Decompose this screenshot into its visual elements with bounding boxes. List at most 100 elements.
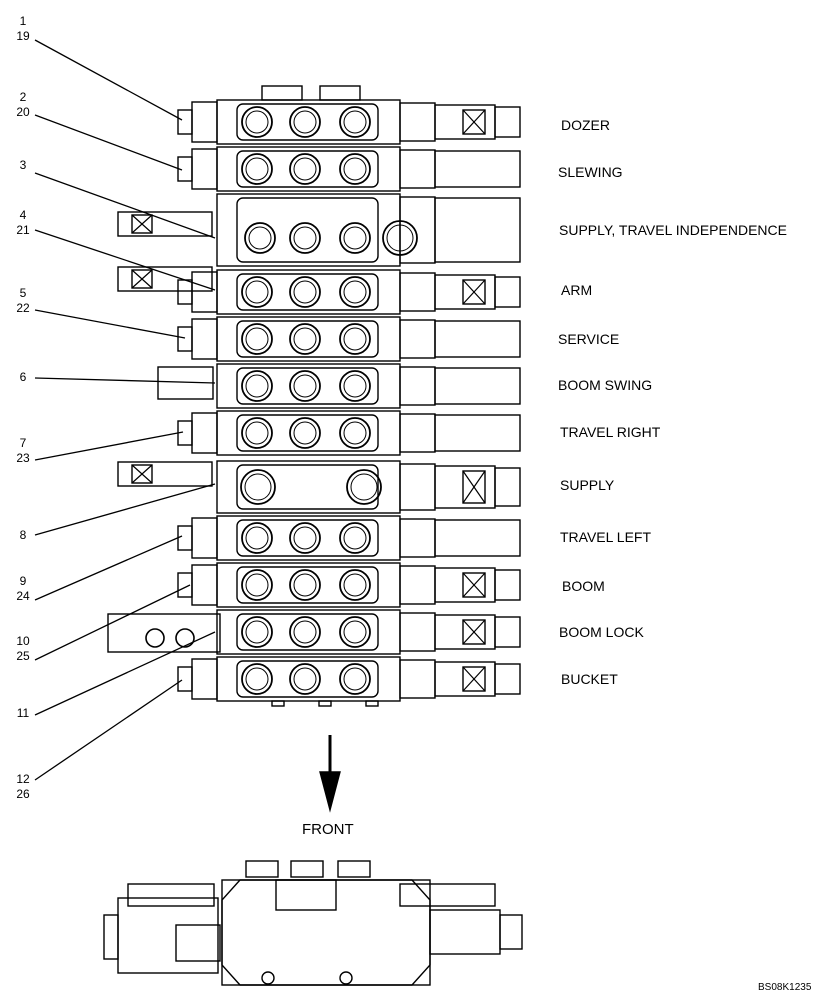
bottom-nut	[365, 700, 379, 707]
left-end-cap	[191, 148, 218, 190]
port-circle-inner	[293, 110, 317, 134]
right-end-cap	[399, 518, 436, 558]
port-circle	[289, 616, 321, 648]
port-circle-inner	[343, 421, 367, 445]
callout-number: 10	[16, 634, 30, 648]
port-circle-inner	[293, 226, 317, 250]
port-circle-inner	[350, 473, 378, 501]
port-circle	[339, 106, 371, 138]
spring-cap	[434, 414, 521, 452]
spool-housing	[236, 320, 379, 358]
callout-number: 8	[19, 528, 27, 542]
solenoid-coil	[462, 619, 486, 645]
port-circle	[241, 276, 273, 308]
callout-number: 3	[19, 158, 27, 172]
valve-section-body	[216, 193, 401, 267]
left-solenoid-coil	[131, 269, 153, 289]
left-plug	[177, 572, 193, 598]
port-circle	[244, 222, 276, 254]
port-circle	[339, 153, 371, 185]
right-end-cap	[399, 272, 436, 312]
coil-cross	[462, 666, 486, 692]
callout-number: 9	[19, 574, 27, 588]
boom-lock-port	[145, 628, 165, 648]
leader-line	[34, 631, 216, 716]
spool-housing	[236, 414, 379, 452]
spring-cap	[434, 367, 521, 405]
spring-cap	[434, 519, 521, 557]
front-view-left-plug	[175, 924, 221, 962]
leader-line	[34, 39, 183, 121]
coil-cross	[462, 109, 486, 135]
label-travel-right: TRAVEL RIGHT	[560, 424, 661, 440]
callout-number: 26	[16, 787, 30, 801]
front-view-bolt	[339, 971, 353, 985]
left-solenoid-coil	[131, 214, 153, 234]
port-circle-inner	[293, 327, 317, 351]
right-end-cap	[399, 196, 436, 264]
port-circle-inner	[343, 327, 367, 351]
left-solenoid-coil	[131, 464, 153, 484]
left-end-cap	[191, 517, 218, 559]
front-view-nut	[245, 860, 279, 878]
solenoid-end	[494, 276, 521, 308]
port-circle-inner	[343, 526, 367, 550]
front-view-left-block	[117, 897, 219, 974]
port-circle-inner	[244, 473, 272, 501]
spool-housing	[236, 519, 379, 557]
coil-cross	[462, 470, 486, 504]
front-view-bolt	[261, 971, 275, 985]
port-circle	[289, 417, 321, 449]
front-view-right-cap	[499, 914, 523, 950]
left-end-cap	[191, 318, 218, 360]
spool-housing	[236, 660, 379, 698]
label-dozer: DOZER	[561, 117, 610, 133]
port-circle-inner	[248, 226, 272, 250]
right-end-cap	[399, 565, 436, 605]
port-circle-inner	[343, 573, 367, 597]
port-circle	[339, 522, 371, 554]
label-service: SERVICE	[558, 331, 620, 347]
label-boom: BOOM	[562, 578, 605, 594]
front-view-left-cap	[103, 914, 119, 960]
right-end-cap	[399, 319, 436, 359]
solenoid-end	[494, 569, 521, 601]
port-circle	[289, 569, 321, 601]
front-view-nut	[337, 860, 371, 878]
port-circle	[346, 469, 382, 505]
port-circle	[241, 522, 273, 554]
port-circle	[241, 616, 273, 648]
leader-line	[34, 535, 183, 601]
port-circle	[241, 370, 273, 402]
left-solenoid	[117, 211, 213, 237]
port-circle	[289, 153, 321, 185]
coil-cross	[462, 619, 486, 645]
boom-lock-block	[107, 613, 221, 653]
bottom-nut	[271, 700, 285, 707]
bottom-nut	[318, 700, 332, 707]
top-fitting	[261, 85, 303, 101]
coil-cross	[462, 279, 486, 305]
coil-cross	[131, 214, 153, 234]
solenoid-end	[494, 616, 521, 648]
callout-number: 2	[19, 90, 27, 104]
callout-number: 22	[16, 301, 30, 315]
label-arm: ARM	[561, 282, 593, 298]
port-circle-inner	[245, 157, 269, 181]
spool-housing	[236, 197, 379, 263]
coil-cross	[131, 464, 153, 484]
callout-number: 4	[19, 208, 27, 222]
port-circle	[241, 153, 273, 185]
left-plug	[177, 109, 193, 135]
port-circle	[339, 370, 371, 402]
port-circle-inner	[343, 374, 367, 398]
right-end-cap	[399, 463, 436, 511]
callout-number: 12	[16, 772, 30, 786]
label-bucket: BUCKET	[561, 671, 618, 687]
port-circle	[289, 106, 321, 138]
front-view-left-solenoid	[127, 883, 215, 907]
leader-line	[34, 431, 184, 461]
port-circle-inner	[293, 667, 317, 691]
port-circle	[339, 222, 371, 254]
